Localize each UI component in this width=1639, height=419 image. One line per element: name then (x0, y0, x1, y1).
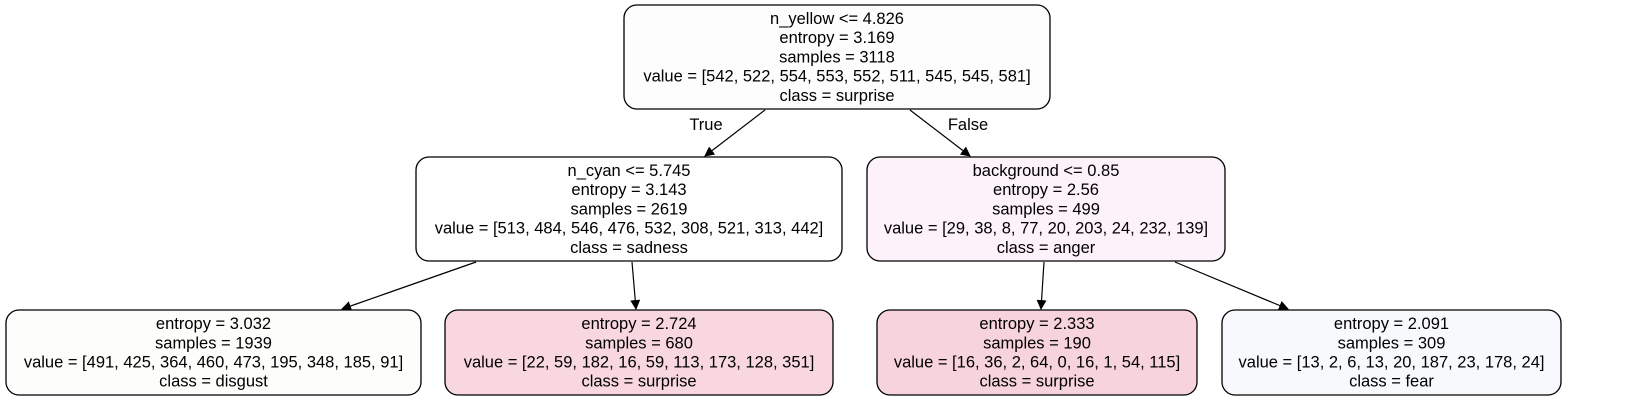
node-text-line: entropy = 2.091 (1334, 315, 1449, 333)
node-text-line: samples = 3118 (779, 48, 895, 66)
node-text-line: samples = 680 (585, 334, 693, 352)
node-text-line: n_cyan <= 5.745 (568, 162, 691, 180)
edge-left-to-left-left (341, 261, 477, 311)
node-text-line: value = [13, 2, 6, 13, 20, 187, 23, 178,… (1239, 353, 1545, 371)
node-text-line: class = surprise (779, 87, 894, 105)
node-text-line: samples = 190 (983, 334, 1091, 352)
node-text-line: class = disgust (159, 373, 268, 391)
node-text-line: entropy = 2.56 (993, 181, 1099, 199)
node-text-line: value = [542, 522, 554, 553, 552, 511, 5… (643, 68, 1030, 86)
node-text-line: entropy = 3.032 (156, 315, 271, 333)
node-text-line: class = surprise (581, 373, 696, 391)
node-text-line: entropy = 3.169 (779, 29, 894, 47)
edge-root-to-left (704, 109, 766, 157)
node-text-line: n_yellow <= 4.826 (770, 10, 904, 28)
node-text-line: class = surprise (979, 373, 1094, 391)
tree-edges: True False (341, 109, 1289, 311)
node-text-line: entropy = 3.143 (571, 181, 686, 199)
node-text-line: class = sadness (570, 239, 688, 257)
edge-right-to-right-right (1174, 261, 1289, 311)
node-box (623, 4, 1051, 110)
node-box (876, 309, 1198, 396)
node-text-line: class = fear (1349, 373, 1434, 391)
edge-right-to-right-left (1036, 261, 1047, 310)
node-box (444, 309, 834, 396)
node-text-line: value = [29, 38, 8, 77, 20, 203, 24, 232… (884, 220, 1208, 238)
node-text-line: samples = 2619 (571, 200, 688, 218)
node-box (5, 309, 422, 396)
node-text-line: samples = 499 (992, 200, 1100, 218)
edge-left-to-left-right (630, 261, 641, 310)
node-box (866, 156, 1226, 262)
node-text-line: value = [16, 36, 2, 64, 0, 16, 1, 54, 11… (894, 353, 1180, 371)
node-text-line: value = [513, 484, 546, 476, 532, 308, 5… (435, 220, 824, 238)
node-text-line: background <= 0.85 (973, 162, 1120, 180)
edge-label-true: True (689, 116, 722, 134)
node-box (1221, 309, 1562, 396)
node-text-line: entropy = 2.333 (979, 315, 1094, 333)
node-text-line: samples = 1939 (155, 334, 272, 352)
node-text-line: entropy = 2.724 (581, 315, 696, 333)
node-text-line: class = anger (997, 239, 1096, 257)
node-box (415, 156, 843, 262)
node-text-line: samples = 309 (1338, 334, 1446, 352)
node-text-line: value = [22, 59, 182, 16, 59, 113, 173, … (464, 353, 815, 371)
node-text-line: value = [491, 425, 364, 460, 473, 195, 3… (24, 353, 403, 371)
edge-label-false: False (948, 116, 988, 134)
edge-root-to-right (909, 109, 971, 157)
